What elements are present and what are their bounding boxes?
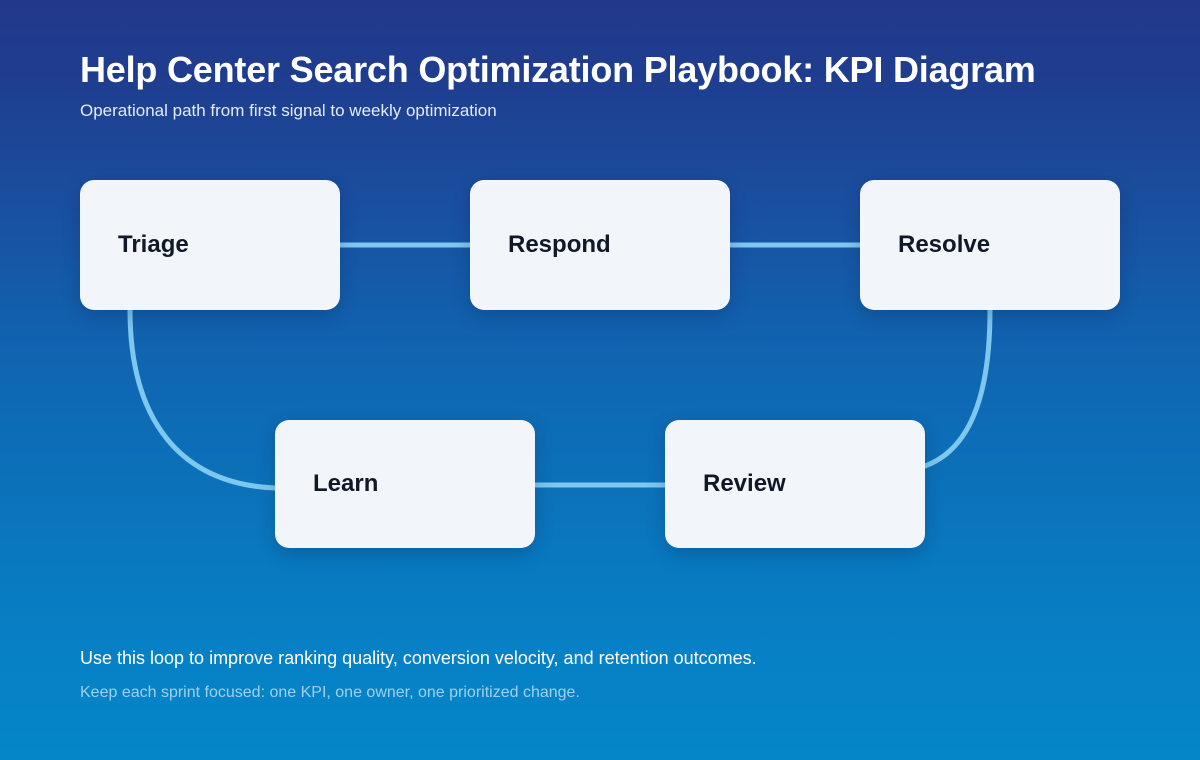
node-resolve[interactable]: Resolve: [860, 180, 1120, 310]
node-learn[interactable]: Learn: [275, 420, 535, 548]
node-label-learn: Learn: [313, 470, 379, 497]
node-label-triage: Triage: [118, 231, 189, 258]
node-review[interactable]: Review: [665, 420, 925, 548]
footer: Use this loop to improve ranking quality…: [80, 645, 1120, 704]
page-title: Help Center Search Optimization Playbook…: [80, 49, 1036, 90]
node-label-review: Review: [703, 470, 786, 497]
page-subtitle: Operational path from first signal to we…: [80, 101, 497, 120]
footer-secondary-text: Keep each sprint focused: one KPI, one o…: [80, 684, 580, 701]
node-respond[interactable]: Respond: [470, 180, 730, 310]
header: Help Center Search Optimization Playbook…: [80, 48, 1200, 122]
node-label-resolve: Resolve: [898, 231, 991, 258]
edge-triage-learn: [127, 307, 278, 491]
node-triage[interactable]: Triage: [80, 180, 340, 310]
node-label-respond: Respond: [508, 231, 611, 258]
edge-resolve-review: [922, 307, 993, 469]
footer-primary-text: Use this loop to improve ranking quality…: [80, 648, 757, 668]
